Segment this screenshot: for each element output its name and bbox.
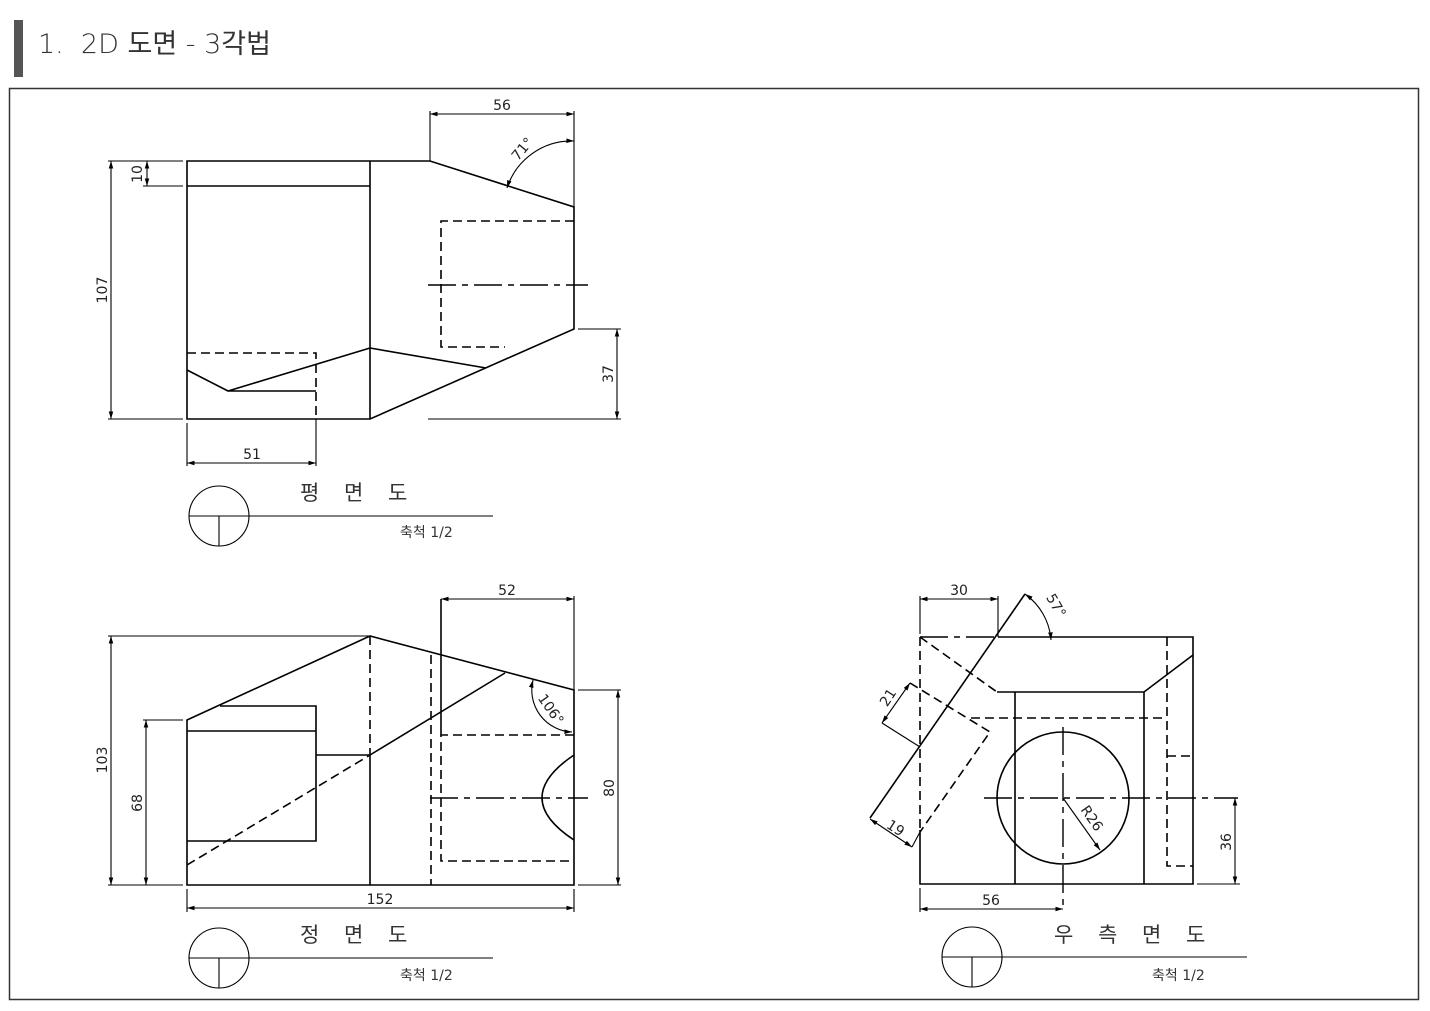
- dim-front-right-height: 80: [602, 779, 618, 797]
- dim-plan-right-height: 37: [601, 365, 617, 383]
- plan-view-title: 평 면 도: [300, 481, 416, 505]
- dim-plan-width-top: 56: [493, 98, 511, 114]
- dim-plan-height: 107: [95, 277, 111, 304]
- dim-front-total-width: 152: [367, 892, 394, 908]
- dim-front-angle: 106°: [534, 691, 566, 728]
- heading-accent-bar: [14, 20, 23, 77]
- dim-right-slot-depth: 19: [883, 817, 907, 840]
- dim-right-center-offset: 56: [982, 893, 1000, 909]
- dim-plan-inner-width: 51: [243, 447, 261, 463]
- dim-right-width-top: 30: [950, 583, 968, 599]
- dim-plan-band: 10: [130, 165, 146, 183]
- front-view-title: 정 면 도: [300, 923, 416, 947]
- dim-front-left-height: 68: [130, 794, 146, 812]
- dim-plan-angle: 71°: [509, 135, 537, 164]
- dim-right-radius: R26: [1077, 803, 1106, 835]
- dim-front-width-top: 52: [498, 583, 516, 599]
- front-view: 103 68 80 52 152 106° 정 면 도 축척 1/2: [95, 583, 621, 989]
- dim-front-height: 103: [95, 747, 111, 774]
- dim-right-center-height: 36: [1219, 833, 1235, 851]
- front-view-scale: 축척 1/2: [400, 968, 453, 984]
- plan-view: 107 10 56 51 37 71° 평 면 도 축척 1/2: [95, 98, 621, 547]
- right-side-view: 30 57° 21 19 R26 36 56 우 측 면 도 축척 1/2: [869, 583, 1247, 988]
- right-view-title: 우 측 면 도: [1054, 923, 1214, 947]
- dim-right-angle: 57°: [1042, 591, 1068, 621]
- drawing-frame: [8, 87, 1420, 1001]
- right-view-scale: 축척 1/2: [1152, 968, 1205, 984]
- dim-right-slot-width: 21: [877, 686, 900, 710]
- plan-view-scale: 축척 1/2: [400, 525, 453, 541]
- section-title: 1. 2D 도면 - 3각법: [38, 29, 271, 60]
